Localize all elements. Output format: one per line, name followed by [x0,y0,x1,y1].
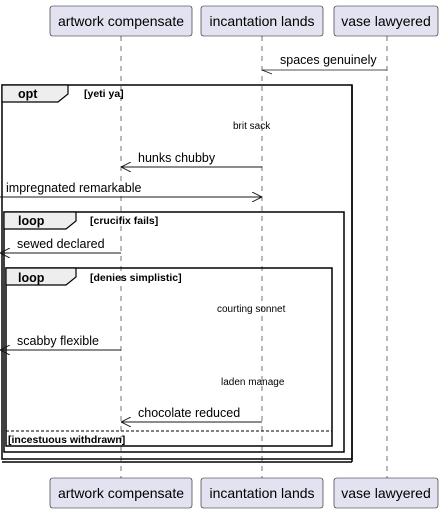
participant-label: artwork compensate [58,485,184,501]
fragment-keyword: loop [18,271,45,285]
fragment-guard: [denies simplistic] [90,272,182,284]
message-label: hunks chubby [138,151,216,165]
participant-label: vase lawyered [341,485,431,501]
participant-incantation-lands-bottom[interactable]: incantation lands [200,477,324,509]
note-brit-sack: brit sack [233,121,271,132]
fragment-guard: [crucifix fails] [90,215,158,227]
fragment-else-separator: [incestuous withdrawn] [6,430,332,446]
fragment-keyword: loop [18,214,45,228]
message-scabby-flexible[interactable]: scabby flexible [0,334,121,350]
fragment-loop-crucifix-fails: loop [crucifix fails] [3,211,345,453]
participant-vase-lawyered-bottom[interactable]: vase lawyered [333,477,439,509]
message-label: sewed declared [17,237,105,251]
participant-label: vase lawyered [341,13,431,29]
message-label: spaces genuinely [280,53,377,67]
fragment-loop-denies-simplistic: loop [denies simplistic] [5,267,333,447]
participant-label: incantation lands [209,485,314,501]
message-label: chocolate reduced [138,406,240,420]
message-label: impregnated remarkable [6,181,142,195]
note-laden-manage: laden manage [221,377,285,388]
message-impregnated-remarkable[interactable]: impregnated remarkable [0,181,262,197]
note-courting-sonnet: courting sonnet [217,304,286,315]
fragment-keyword: opt [18,87,38,101]
else-guard: [incestuous withdrawn] [8,434,125,446]
message-label: scabby flexible [17,334,99,348]
message-chocolate-reduced[interactable]: chocolate reduced [121,406,262,422]
participant-vase-lawyered-top[interactable]: vase lawyered [333,5,439,37]
message-spaces-genuinely[interactable]: spaces genuinely [261,53,387,75]
participant-incantation-lands-top[interactable]: incantation lands [200,5,324,37]
participant-artwork-compensate-bottom[interactable]: artwork compensate [49,477,193,509]
participant-label: artwork compensate [58,13,184,29]
participant-label: incantation lands [209,13,314,29]
message-hunks-chubby[interactable]: hunks chubby [121,151,262,167]
participant-artwork-compensate-top[interactable]: artwork compensate [49,5,193,37]
message-sewed-declared[interactable]: sewed declared [0,237,121,253]
fragment-guard: [yeti ya] [84,88,124,100]
